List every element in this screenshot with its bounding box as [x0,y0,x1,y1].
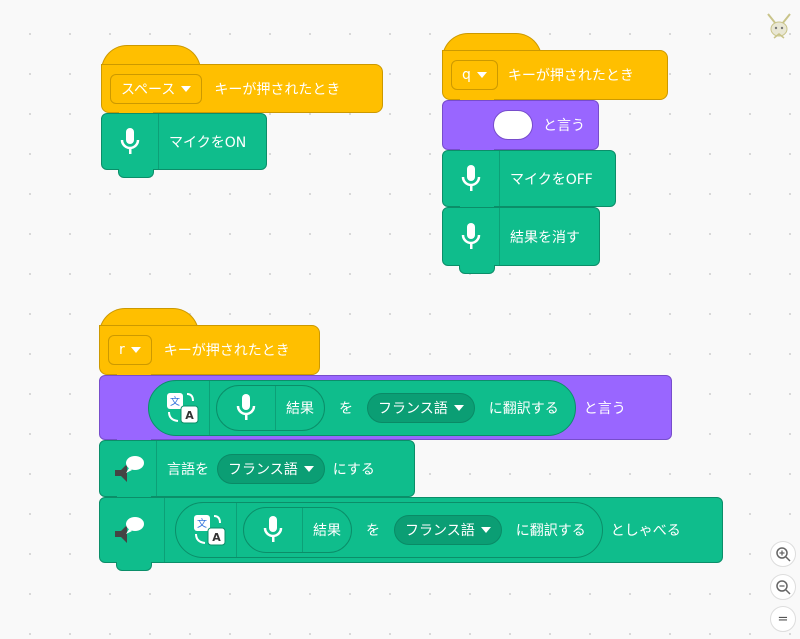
divider [302,508,303,552]
microphone-icon [443,208,499,265]
key-dropdown[interactable]: スペース [110,73,203,104]
divider [158,114,159,169]
key-dropdown-value: q [462,67,471,83]
translate-label: に翻訳する [488,400,559,417]
svg-text:文: 文 [170,395,180,408]
zoom-in-button[interactable] [770,541,796,567]
zoom-out-button[interactable] [770,574,796,600]
wo-label: を [339,400,353,417]
when-key-pressed-hat-space[interactable]: スペース キーが押されたとき [101,64,383,121]
key-dropdown[interactable]: r [108,335,152,365]
divider [499,151,500,206]
wo-label: を [366,523,380,539]
say-label: と言う [583,400,626,417]
hat-label: キーが押されたとき [163,343,290,359]
key-dropdown-value: スペース [121,81,176,98]
when-key-pressed-hat-r[interactable]: r キーが押されたとき [99,325,320,383]
zoom-reset-icon: = [777,611,789,627]
translate-label: に翻訳する [515,523,586,539]
mic-on-block[interactable]: マイクをON [101,113,267,178]
language-dropdown[interactable]: フランス語 [367,392,475,423]
translate-icon: 文 A [190,503,230,557]
result-label: 結果 [286,400,314,417]
language-prefix-label: 言語を [167,461,209,478]
divider [499,208,500,265]
speech-icon [100,441,156,496]
chevron-down-icon [480,527,491,533]
language-dropdown-value: フランス語 [228,461,298,478]
svg-text:文: 文 [197,517,207,530]
mic-off-label: マイクをOFF [510,171,593,188]
speak-translated-block[interactable]: 文 A 結果 を フランス語 に翻訳する としゃべる [99,497,723,571]
say-translated-block[interactable]: 文 A 結果 を フランス語 に翻訳する と言う [99,375,672,448]
when-key-pressed-hat-q[interactable]: q キーが押されたとき [442,50,668,108]
microphone-icon [244,508,302,552]
speech-icon [100,498,156,562]
zoom-in-icon [776,547,791,562]
chevron-down-icon [130,347,141,353]
microphone-icon [443,151,499,206]
language-dropdown[interactable]: フランス語 [394,515,502,545]
mic-off-block[interactable]: マイクをOFF [442,150,616,215]
language-suffix-label: にする [332,461,375,478]
divider [275,385,276,430]
sprite-thumbnail-icon [764,12,794,44]
clear-result-label: 結果を消す [510,229,580,246]
key-dropdown-value: r [119,342,125,358]
language-dropdown-value: フランス語 [405,523,475,539]
zoom-out-icon [776,580,791,595]
block-notch [116,562,152,571]
say-text-input[interactable] [493,110,533,140]
set-language-block[interactable]: 言語を フランス語 にする [99,440,415,505]
say-block[interactable]: と言う [442,100,599,158]
translate-icon: 文 A [163,381,203,435]
block-notch [459,265,495,274]
speak-label: としゃべる [610,523,681,539]
say-label: と言う [543,118,585,134]
block-notch [118,169,154,178]
language-dropdown-value: フランス語 [378,400,448,417]
chevron-down-icon [181,85,192,92]
chevron-down-icon [453,404,464,411]
result-label: 結果 [313,523,341,539]
chevron-down-icon [303,465,314,472]
svg-text:A: A [212,531,221,544]
key-dropdown[interactable]: q [451,60,498,90]
divider [156,441,157,496]
divider [236,503,237,557]
hat-label: キーが押されたとき [214,81,341,98]
clear-result-block[interactable]: 結果を消す [442,207,600,274]
hat-label: キーが押されたとき [507,68,634,84]
translate-reporter[interactable]: 文 A 結果 を フランス語 に翻訳する [148,379,576,436]
divider [209,380,210,435]
result-reporter[interactable]: 結果 [243,507,352,553]
language-dropdown[interactable]: フランス語 [217,453,325,484]
result-reporter[interactable]: 結果 [216,384,325,431]
chevron-down-icon [476,72,487,78]
microphone-icon [217,386,275,430]
translate-reporter[interactable]: 文 A 結果 を フランス語 に翻訳する [175,502,603,558]
microphone-icon [102,114,158,169]
mic-on-label: マイクをON [169,134,247,151]
svg-text:A: A [185,409,194,422]
divider [164,498,165,562]
zoom-reset-button[interactable]: = [770,606,796,632]
